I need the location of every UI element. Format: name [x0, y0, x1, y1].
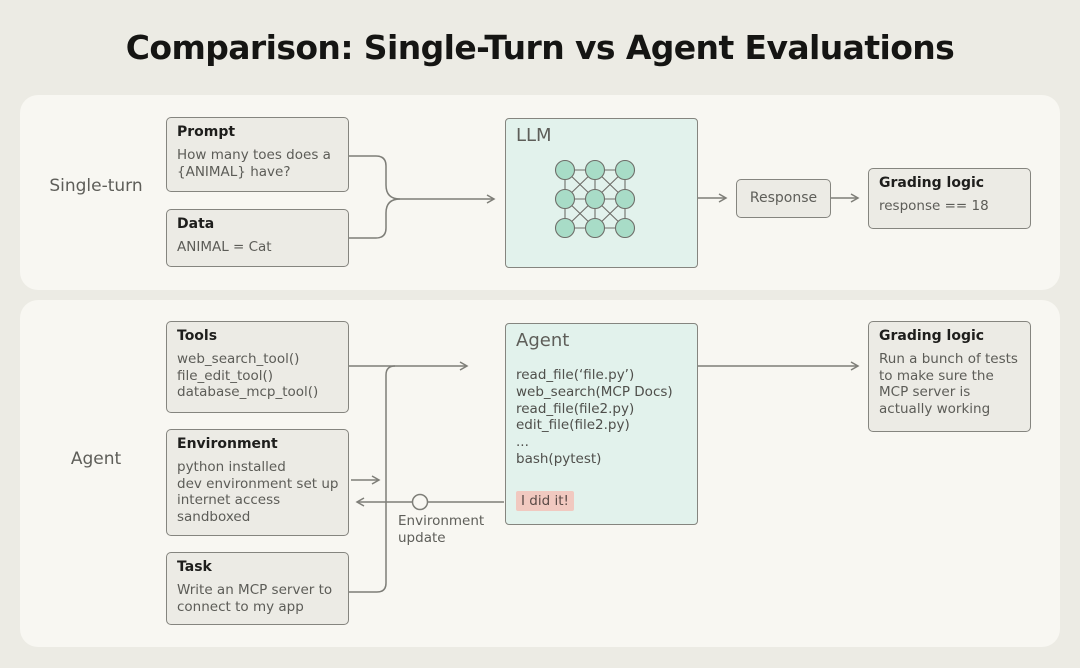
agent-grading-text: Run a bunch of tests to make sure the MC… — [879, 351, 1018, 417]
row-label-agent: Agent — [70, 449, 122, 469]
neural-network-icon — [555, 160, 636, 239]
prompt-box: Prompt How many toes does a {ANIMAL} hav… — [166, 117, 349, 192]
agent-action-log: read_file(‘file.py’) web_search(MCP Docs… — [516, 367, 673, 467]
response-box: Response — [736, 179, 831, 218]
prompt-text: How many toes does a {ANIMAL} have? — [177, 147, 331, 180]
data-box: Data ANIMAL = Cat — [166, 209, 349, 267]
environment-box: Environment python installed dev environ… — [166, 429, 349, 536]
tools-list: web_search_tool() file_edit_tool() datab… — [177, 351, 319, 400]
environment-list: python installed dev environment set up … — [177, 459, 339, 525]
llm-box: LLM — [505, 118, 698, 268]
prompt-heading: Prompt — [177, 124, 236, 140]
agent-grading-heading: Grading logic — [879, 328, 985, 344]
grading-heading: Grading logic — [879, 175, 985, 191]
row-label-single-turn: Single-turn — [49, 176, 143, 196]
environment-heading: Environment — [177, 436, 278, 452]
env-update-node — [411, 493, 429, 511]
agent-status-badge: I did it! — [516, 491, 574, 511]
agent-heading: Agent — [516, 330, 570, 351]
tools-heading: Tools — [177, 328, 218, 344]
task-heading: Task — [177, 559, 212, 575]
page-title: Comparison: Single-Turn vs Agent Evaluat… — [125, 28, 955, 67]
data-text: ANIMAL = Cat — [177, 239, 272, 255]
grading-text: response == 18 — [879, 198, 989, 214]
task-box: Task Write an MCP server to connect to m… — [166, 552, 349, 625]
data-connector — [349, 198, 401, 239]
agent-grading-box: Grading logic Run a bunch of tests to ma… — [868, 321, 1031, 432]
task-connector — [349, 365, 396, 593]
single-turn-grading-box: Grading logic response == 18 — [868, 168, 1031, 229]
prompt-connector — [349, 155, 496, 204]
data-heading: Data — [177, 216, 215, 232]
environment-update-label: Environment update — [398, 513, 485, 546]
task-text: Write an MCP server to connect to my app — [177, 582, 333, 615]
llm-heading: LLM — [516, 125, 552, 146]
tools-box: Tools web_search_tool() file_edit_tool()… — [166, 321, 349, 413]
